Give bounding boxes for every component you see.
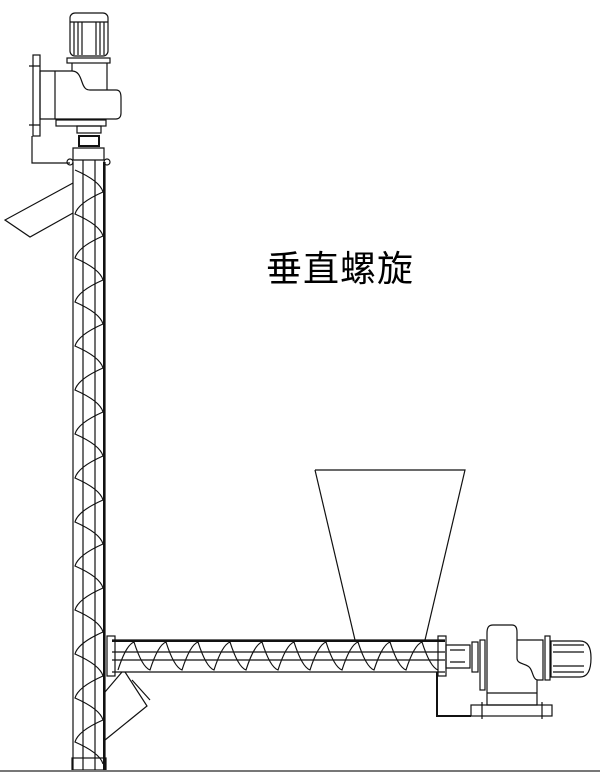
horizontal-screw-tube <box>104 635 447 741</box>
vertical-screw-tube <box>71 160 107 771</box>
bottom-drive-motor <box>436 624 592 719</box>
drawing-title: 垂直螺旋 <box>266 249 415 290</box>
outlet-chute <box>3 182 74 238</box>
feed-hopper <box>314 469 466 641</box>
top-drive-motor <box>29 12 122 166</box>
